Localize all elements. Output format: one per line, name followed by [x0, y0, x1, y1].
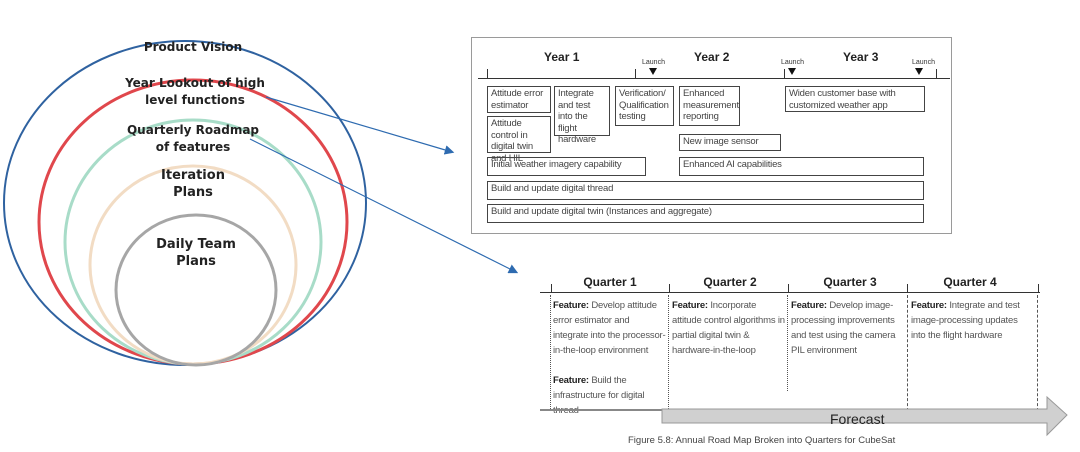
quarter-tick: [1038, 284, 1039, 292]
roadmap-item: Enhanced AI capabilities: [679, 157, 924, 176]
roadmap-item: Integrate and test into the flight hardw…: [554, 86, 610, 145]
arrow-to-quarter-roadmap: [249, 138, 519, 274]
year-1-header: Year 1: [544, 50, 580, 64]
feature-text: Incorporate attitude control algorithms …: [672, 300, 785, 356]
roadmap-item: New image sensor: [679, 134, 781, 151]
launch-label: Launch: [642, 59, 665, 66]
figure-caption: Figure 5.8: Annual Road Map Broken into …: [628, 435, 896, 446]
launch-marker-icon: [649, 68, 657, 75]
year-2-header: Year 2: [694, 50, 730, 64]
year-3-header: Year 3: [843, 50, 879, 64]
quarter-divider: [1037, 295, 1038, 411]
launch-marker-icon: [788, 68, 796, 75]
quarter-1-feature: Feature: Develop attitude error estimato…: [553, 298, 667, 358]
label-quarterly-roadmap: Quarterly Roadmap of features: [127, 122, 259, 156]
quarter-tick: [551, 284, 552, 292]
quarter-roadmap: Quarter 1 Quarter 2 Quarter 3 Quarter 4 …: [540, 268, 1050, 418]
circle-daily-team-plans: [114, 213, 278, 367]
roadmap-item: Build and update digital twin (Instances…: [487, 204, 924, 223]
label-line: Quarterly Roadmap: [126, 123, 260, 137]
label-line: Daily Team: [156, 237, 236, 252]
feature-text: Develop attitude error estimator and int…: [553, 300, 666, 356]
quarter-divider: [550, 295, 551, 411]
label-line: Plans: [176, 254, 216, 269]
roadmap-item: Widen customer base with customized weat…: [785, 86, 925, 112]
timeline-tick: [487, 69, 488, 78]
year-roadmap-panel: Year 1 Year 2 Year 3 Launch Launch Launc…: [471, 37, 952, 234]
timeline-axis: [478, 78, 950, 79]
roadmap-item: Attitude error estimator: [487, 86, 551, 113]
roadmap-item: Enhanced measurement reporting: [679, 86, 740, 126]
label-year-lookout: Year Lookout of high level functions: [125, 75, 265, 109]
feature-label: Feature:: [553, 300, 589, 311]
arrow-to-year-roadmap: [265, 96, 455, 155]
quarter-tick: [788, 284, 789, 292]
launch-label: Launch: [781, 59, 804, 66]
quarter-1-header: Quarter 1: [583, 275, 637, 289]
timeline-tick: [635, 69, 636, 78]
quarter-tick: [669, 284, 670, 292]
quarter-1-feature: Feature: Build the infrastructure for di…: [553, 373, 667, 418]
feature-label: Feature:: [791, 300, 827, 311]
label-line: Product Vision: [143, 40, 243, 54]
timeline-tick: [936, 69, 937, 78]
feature-text: Integrate and test image-processing upda…: [911, 300, 1020, 341]
label-line: of features: [155, 140, 231, 154]
quarter-divider: [907, 295, 908, 411]
quarter-tick: [907, 284, 908, 292]
forecast-label: Forecast: [830, 411, 885, 427]
feature-label: Feature:: [672, 300, 708, 311]
launch-label: Launch: [912, 59, 935, 66]
timeline-tick: [784, 69, 785, 78]
label-line: Year Lookout of high: [125, 76, 265, 90]
feature-text: Develop image-processing improvements an…: [791, 300, 896, 356]
label-line: level functions: [145, 93, 245, 107]
roadmap-item: Verification/ Qualification testing: [615, 86, 674, 126]
feature-label: Feature:: [911, 300, 947, 311]
label-product-vision: Product Vision: [144, 39, 242, 56]
quarter-4-feature: Feature: Integrate and test image-proces…: [911, 298, 1029, 343]
label-line: Plans: [173, 185, 213, 200]
forecast-arrow: [661, 395, 1068, 437]
quarter-2-feature: Feature: Incorporate attitude control al…: [672, 298, 786, 358]
quarter-2-header: Quarter 2: [703, 275, 757, 289]
roadmap-item: Attitude control in digital twin and HIL: [487, 116, 551, 164]
label-line: Iteration: [161, 168, 225, 183]
quarter-3-header: Quarter 3: [823, 275, 877, 289]
quarter-axis: [540, 292, 1040, 293]
quarter-4-header: Quarter 4: [943, 275, 997, 289]
quarter-divider: [668, 295, 669, 411]
quarter-3-feature: Feature: Develop image-processing improv…: [791, 298, 905, 358]
nested-circles-diagram: [3, 40, 367, 367]
launch-marker-icon: [915, 68, 923, 75]
roadmap-item: Build and update digital thread: [487, 181, 924, 200]
quarter-divider: [787, 295, 788, 391]
roadmap-item: Initial weather imagery capability: [487, 157, 646, 176]
feature-label: Feature:: [553, 375, 589, 386]
